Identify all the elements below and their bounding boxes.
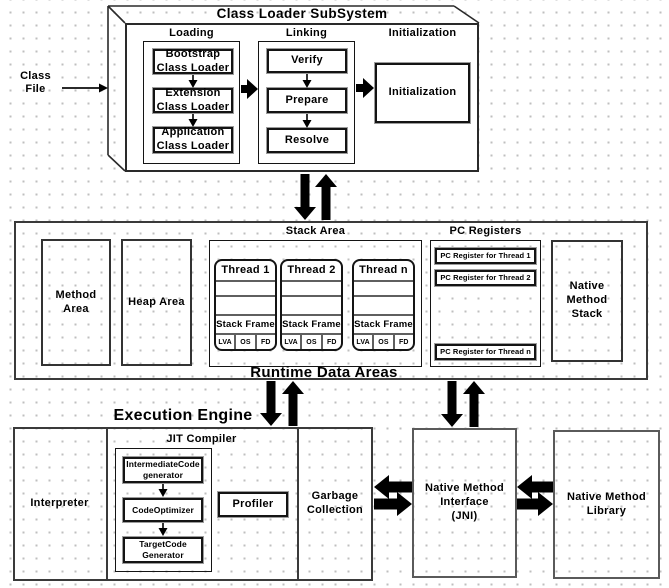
bootstrap-class-loader-box: Bootstrap Class Loader: [152, 48, 234, 75]
thread-n-title: Thread n: [354, 261, 413, 282]
thread-1-title: Thread 1: [216, 261, 275, 282]
fd-cell: FD: [254, 335, 275, 349]
arrow-gc-to-jni-right: [374, 492, 412, 516]
stack-area-label: Stack Area: [285, 225, 346, 237]
thread-1-empty-row: [216, 297, 275, 316]
fd-cell: FD: [320, 335, 341, 349]
jni-box: Native Method Interface (JNI): [412, 428, 517, 578]
initialization-box: Initialization: [374, 62, 471, 124]
interpreter-jit-divider: [106, 429, 108, 579]
code-optimizer-box: CodeOptimizer: [122, 497, 204, 523]
jit-gc-divider: [297, 429, 299, 579]
interpreter-cell: Interpreter: [30, 497, 89, 510]
arrow-runtime-to-loader-up: [315, 174, 337, 220]
thread-n-empty-row: [354, 297, 413, 316]
execution-engine-box: [13, 427, 373, 581]
verify-box: Verify: [266, 48, 348, 74]
linking-section-label: Linking: [285, 27, 328, 39]
jit-compiler-label: JIT Compiler: [166, 433, 237, 445]
heap-area-box: Heap Area: [121, 239, 192, 366]
os-cell: OS: [372, 335, 392, 349]
arrow-classfile-to-loader: [62, 83, 108, 93]
lva-cell: LVA: [284, 338, 298, 346]
thread-2-empty-row: [282, 297, 341, 316]
thread-n-frame-cells: LVA OS FD: [354, 335, 413, 349]
arrow-jni-to-gc-left: [374, 475, 412, 499]
runtime-data-areas-title: Runtime Data Areas: [250, 364, 398, 381]
fd-cell: FD: [392, 335, 413, 349]
stack-area-container: [209, 240, 422, 367]
method-area-box: Method Area: [41, 239, 111, 366]
pc-register-thread-n-box: PC Register for Thread n: [434, 343, 537, 361]
execution-engine-title: Execution Engine: [113, 407, 253, 424]
runtime-data-areas-box: [14, 221, 648, 380]
initialization-section-label: Initialization: [388, 27, 457, 39]
resolve-box: Resolve: [266, 127, 348, 154]
thread-2-frame-cells: LVA OS FD: [282, 335, 341, 349]
thread-2-title: Thread 2: [282, 261, 341, 282]
prepare-box: Prepare: [266, 87, 348, 114]
native-method-library-box: Native Method Library: [553, 430, 660, 579]
class-file-label: Class File: [20, 70, 51, 96]
native-method-stack-box: Native Method Stack: [551, 240, 623, 362]
target-code-generator-box: TargetCode Generator: [122, 536, 204, 564]
thread-n-stack-frame-label: Stack Frame: [354, 316, 413, 335]
lva-cell: LVA: [356, 338, 370, 346]
thread-n-box: Thread n Stack Frame LVA OS FD: [352, 259, 415, 351]
pc-registers-label: PC Registers: [449, 225, 522, 237]
thread-1-frame-cells: LVA OS FD: [216, 335, 275, 349]
thread-2-box: Thread 2 Stack Frame LVA OS FD: [280, 259, 343, 351]
os-cell: OS: [234, 335, 254, 349]
profiler-box: Profiler: [217, 491, 289, 518]
extension-class-loader-box: Extension Class Loader: [152, 87, 234, 114]
arrow-runtime-to-jni-down: [441, 381, 463, 427]
os-cell: OS: [300, 335, 320, 349]
thread-1-stack-frame-label: Stack Frame: [216, 316, 275, 335]
arrow-loader-to-runtime-down: [294, 174, 316, 220]
loading-section-label: Loading: [169, 27, 214, 39]
lva-cell: LVA: [218, 338, 232, 346]
thread-1-box: Thread 1 Stack Frame LVA OS FD: [214, 259, 277, 351]
intermediate-code-generator-box: IntermediateCode generator: [122, 456, 204, 484]
thread-2-stack-frame-label: Stack Frame: [282, 316, 341, 335]
arrow-jni-to-runtime-up: [463, 381, 485, 427]
classloader-title: Class Loader SubSystem: [216, 6, 388, 21]
thread-2-empty-row: [282, 282, 341, 297]
pc-registers-container: [430, 240, 541, 367]
thread-n-empty-row: [354, 282, 413, 297]
jit-compiler-container: [115, 448, 212, 572]
arrow-library-to-jni-left: [517, 475, 553, 499]
arrow-jni-to-library-right: [517, 492, 553, 516]
pc-register-thread-1-box: PC Register for Thread 1: [434, 247, 537, 265]
application-class-loader-box: Application Class Loader: [152, 126, 234, 154]
pc-register-thread-2-box: PC Register for Thread 2: [434, 269, 537, 287]
thread-1-empty-row: [216, 282, 275, 297]
garbage-collection-cell: Garbage Collection: [306, 490, 364, 516]
